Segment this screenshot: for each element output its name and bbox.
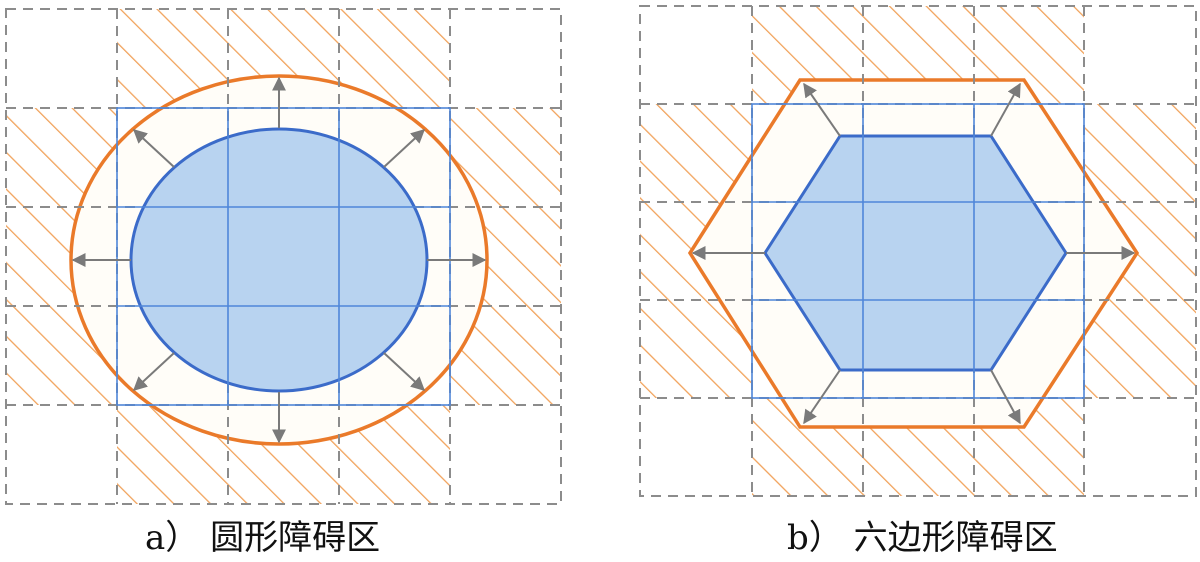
panel-a-obstacle-circle	[129, 127, 429, 393]
panel-a-solid-grid	[116, 107, 451, 406]
panel-a-circle-obstacle	[5, 8, 562, 505]
caption-hexagon-obstacle: b） 六边形障碍区	[787, 518, 1058, 558]
caption-circle-obstacle: a） 圆形障碍区	[145, 518, 381, 558]
panel-a-expansion-arrows	[71, 76, 487, 444]
panel-b-expansion-arrows	[691, 82, 1136, 425]
panel-b-solid-grid	[751, 103, 1085, 399]
panel-b-hexagon-obstacle	[639, 5, 1197, 497]
